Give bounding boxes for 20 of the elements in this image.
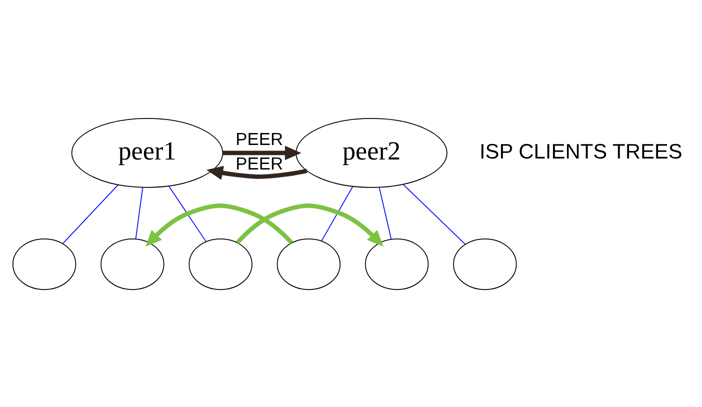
arrow [206, 165, 308, 180]
arrow [145, 203, 294, 246]
node-cloud [188, 238, 252, 290]
node-ellipse: peer2 [296, 118, 448, 188]
connector [402, 183, 466, 244]
connector [135, 186, 144, 239]
edge-label: PEER [236, 128, 284, 149]
connector [378, 186, 392, 240]
node-cloud [453, 238, 517, 290]
arrow [222, 145, 302, 160]
node-cloud [276, 238, 341, 290]
connector [168, 185, 206, 242]
node-cloud [100, 238, 164, 290]
node-cloud [364, 238, 429, 290]
connector [62, 184, 118, 244]
connector [321, 185, 354, 241]
node-cloud [12, 238, 76, 290]
label: ISP CLIENTS TREES [479, 140, 682, 163]
edge-label: PEER [236, 153, 284, 174]
arrow [236, 202, 384, 246]
